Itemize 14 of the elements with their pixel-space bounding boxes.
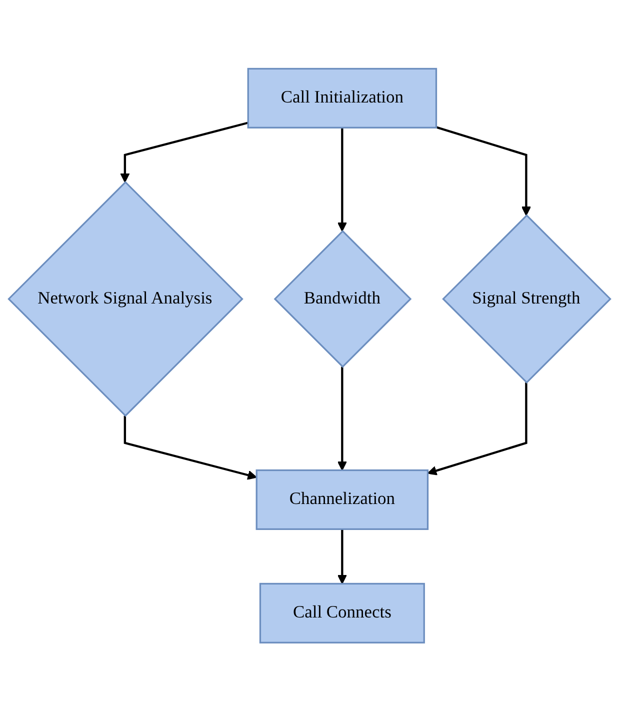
- node-diamond: [442, 214, 612, 384]
- node-box: [259, 582, 425, 644]
- arrow: [436, 126, 531, 216]
- arrow: [120, 122, 248, 182]
- node-diamond: [8, 180, 244, 417]
- arrow: [337, 127, 347, 232]
- arrow: [124, 416, 258, 480]
- node-box: [256, 469, 429, 530]
- node-box: [247, 68, 438, 128]
- node-diamond: [274, 230, 412, 368]
- arrow: [427, 382, 528, 476]
- arrow: [337, 366, 347, 470]
- arrow: [337, 528, 347, 584]
- flowchart-drawing: Call Initialization Network Signal Analysis Bandwidth Signal Strength Channelization Call Connects: [0, 60, 619, 652]
